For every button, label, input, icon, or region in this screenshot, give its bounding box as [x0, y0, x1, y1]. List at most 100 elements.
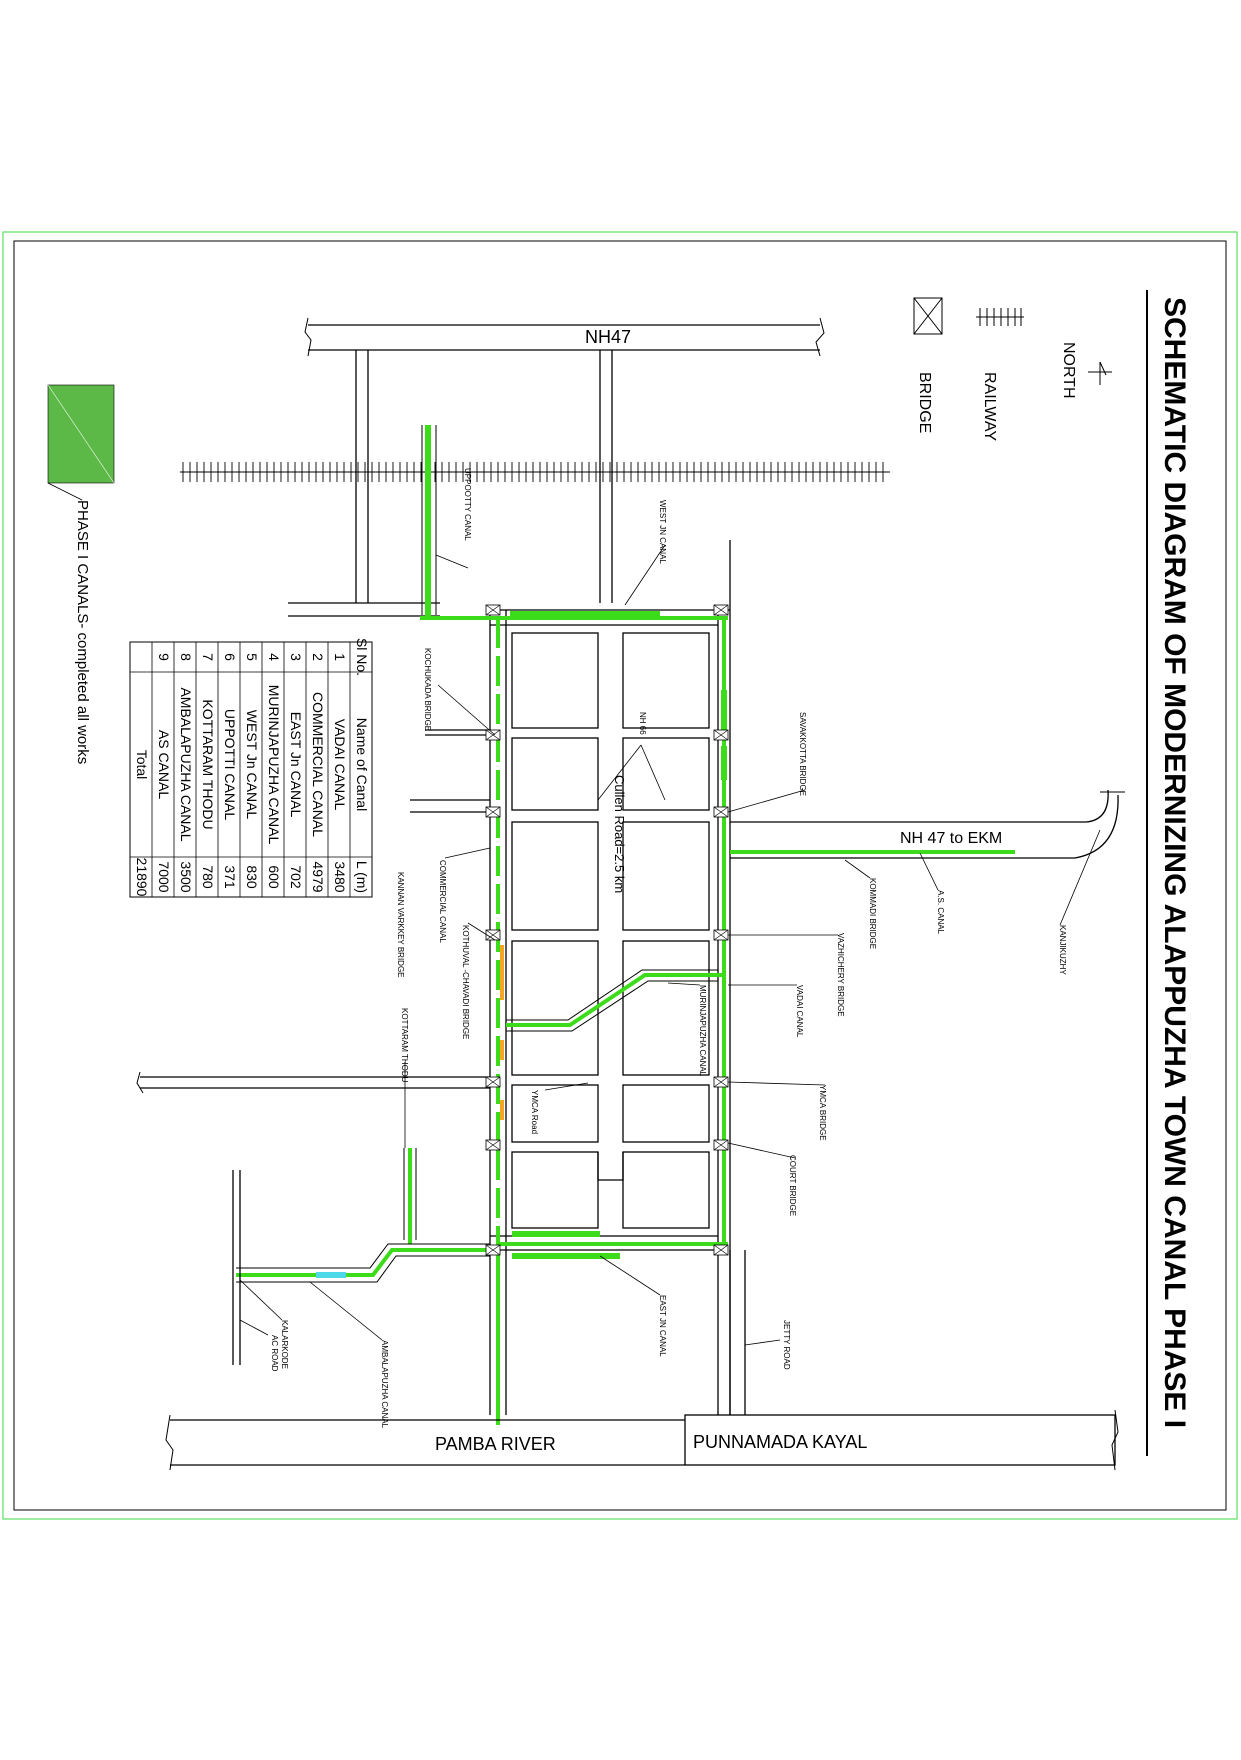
bridge-icons [485, 604, 729, 1256]
bridge-marker-icon [713, 729, 729, 741]
north-label: NORTH [1060, 342, 1077, 399]
kommadi-label: KOMMADI BRIDGE [868, 878, 877, 949]
uppootty-label: UPPOOTTY CANAL [463, 468, 472, 541]
bridge-label: BRIDGE [916, 372, 933, 433]
uppootty-leader [435, 554, 469, 569]
outer-border [2, 231, 1238, 1520]
ac-road-leader [239, 1319, 269, 1336]
ac-road-label: AC ROAD [270, 1335, 279, 1372]
ambalapuzha-leader [309, 1281, 383, 1341]
kalarkode-leader [239, 1279, 283, 1321]
murinjapuzha-leader [667, 982, 701, 986]
bridge-marker-icon [485, 1139, 501, 1151]
nh66-label: NH 66 [638, 712, 647, 735]
as-canal-leader [919, 852, 939, 891]
table-total-cell: Total [134, 750, 150, 780]
nh47-road [304, 317, 825, 357]
west-jn-leader [624, 544, 666, 606]
table-cell: KOTTARAM THODU [200, 699, 216, 829]
table-cell: 4979 [310, 861, 326, 892]
punnamada-label: PUNNAMADA KAYAL [693, 1432, 867, 1452]
table-cell: 3 [288, 653, 304, 661]
savakkotta-leader [727, 789, 806, 813]
bridge-marker-icon [713, 1139, 729, 1151]
kottaram-label: KOTTARAM THODU [400, 1008, 409, 1083]
bridge-marker-icon [485, 1244, 501, 1256]
kochukada-leader [437, 684, 496, 736]
nh66-leader-2 [640, 744, 666, 801]
punnamada-kayal [684, 1409, 1119, 1471]
pamba-river [165, 1414, 685, 1471]
cullen-label: Cullen Road=2.5 km [612, 775, 627, 893]
bridge-marker-icon [713, 929, 729, 941]
kothuval-label: KOTHUVAL -CHAVADI BRIDGE [461, 925, 470, 1039]
table-cell: WEST Jn CANAL [244, 710, 260, 820]
bridge-marker-icon [485, 1076, 501, 1088]
west-jn-label: WEST JN CANAL [658, 500, 667, 564]
bridge-marker-icon [713, 604, 729, 616]
table-cell: UPPOTTI CANAL [222, 709, 238, 820]
table-cell: VADAI CANAL [332, 719, 348, 811]
as-canal-label: A.S. CANAL [936, 890, 945, 935]
bridge-marker-icon [485, 604, 501, 616]
bridge-marker-icon [485, 729, 501, 741]
jetty-leader [744, 1339, 781, 1346]
nh47-ekm-label: NH 47 to EKM [900, 830, 1002, 847]
table-cell: 780 [200, 865, 216, 889]
table-cell: 6 [222, 653, 238, 661]
table-total-cell: 21890 [134, 858, 150, 897]
railway-legend-icon [976, 308, 1024, 326]
jetty-label: JETTY ROAD [782, 1320, 791, 1370]
nh47-label: NH47 [585, 327, 631, 347]
table-cell: 8 [178, 653, 194, 661]
commercial-label: COMMERCIAL CANAL [438, 860, 447, 943]
table-cell: 371 [222, 865, 238, 889]
kanjikuzhy-label: KANJIKUZHY [1058, 925, 1067, 975]
table-cell: MURINJAPUZHA CANAL [266, 685, 282, 845]
court-label: COURT BRIDGE [788, 1155, 797, 1216]
table-cell: 9 [156, 653, 172, 661]
table-cell: 1 [332, 653, 348, 661]
town-grid [489, 540, 731, 1415]
bridge-marker-icon [485, 929, 501, 941]
ymca-road-label: YMCA Road [530, 1090, 539, 1134]
table-header-cell: Name of Canal [354, 718, 370, 811]
vazhichery-label: VAZHICHERY BRIDGE [836, 933, 845, 1017]
inner-border [13, 240, 1227, 1511]
table-cell: 3480 [332, 861, 348, 892]
phase1-canals [236, 425, 1015, 1425]
kothuval-leader [467, 922, 496, 941]
phase-legend-leader [47, 482, 83, 501]
road-break-west [136, 1071, 144, 1094]
table-cell: 830 [244, 865, 260, 889]
table-cell: 3500 [178, 861, 194, 892]
bridge-marker-icon [485, 806, 501, 818]
bridge-marker-icon [713, 1076, 729, 1088]
pamba-label: PAMBA RIVER [435, 1434, 556, 1454]
table-cell: 4 [266, 653, 282, 661]
railway-line [180, 462, 890, 482]
table-cell: EAST Jn CANAL [288, 712, 304, 818]
kanjikuzhy-leader [1059, 829, 1101, 926]
table-cell: AMBALAPUZHA CANAL [178, 687, 194, 841]
savakkotta-label: SAVAKKOTTA BRIDGE [798, 712, 807, 796]
table-cell: 5 [244, 653, 260, 661]
table-cell: COMMERCIAL CANAL [310, 692, 326, 837]
north-arrow-icon [1088, 361, 1112, 385]
east-jn-label: EAST JN CANAL [658, 1295, 667, 1357]
kommadi-leader [844, 859, 871, 879]
table-cell: 2 [310, 653, 326, 661]
bridge-legend-icon [913, 297, 943, 335]
table-header-cell: Sl No. [354, 638, 370, 676]
kannan-label: KANNAN VARKKEY BRIDGE [396, 872, 405, 978]
kalarkode-label: KALARKODE [280, 1320, 289, 1369]
ymca-bridge-leader [727, 1081, 826, 1086]
murinjapuzha-label: MURINJAPUZHA CANAL [698, 985, 707, 1077]
phase-legend-label: PHASE I CANALS- completed all works [74, 500, 91, 764]
ambalapuzha-label: AMBALAPUZHA CANAL [380, 1340, 389, 1429]
vadai-label: VADAI CANAL [795, 985, 804, 1038]
table-header-cell: L (m) [354, 861, 370, 893]
